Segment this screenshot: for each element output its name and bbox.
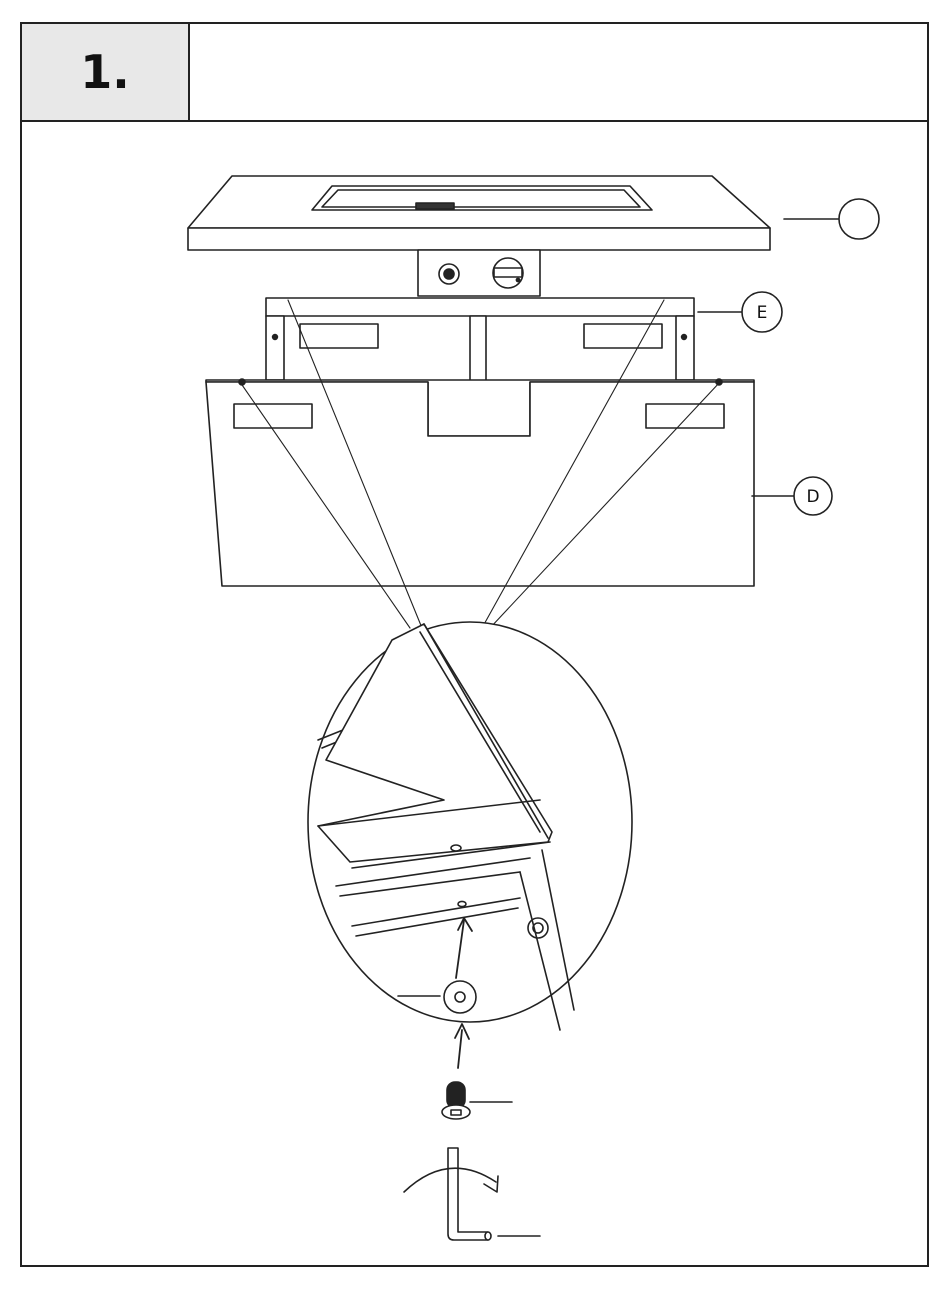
callout-e: E: [698, 292, 782, 332]
washer-icon: [444, 981, 476, 1013]
ignition-knob-icon: [439, 264, 459, 284]
callout-d: D: [752, 477, 832, 515]
callout-d-letter: D: [806, 487, 819, 507]
gas-control-icon: [493, 258, 523, 288]
panel-part-d: [206, 379, 754, 586]
hex-key-icon: [448, 1148, 491, 1240]
magnified-detail: [308, 622, 632, 1030]
tabletop: [188, 176, 770, 296]
callout-e-letter: E: [757, 303, 768, 323]
callout-top: [784, 199, 879, 239]
bolt-icon: [442, 1082, 470, 1119]
